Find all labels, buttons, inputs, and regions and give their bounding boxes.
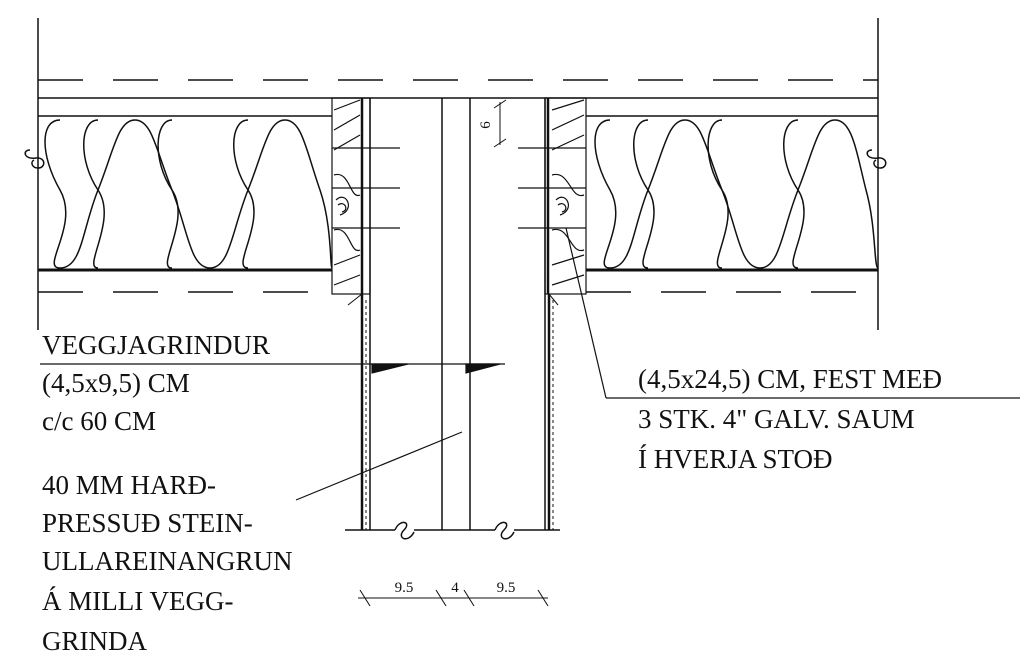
outer-wall-edges <box>37 18 879 330</box>
leader-lines <box>40 227 1020 501</box>
plate-offset-value: 6 <box>478 121 494 129</box>
vertical-wall <box>347 98 559 530</box>
stud-spec-line-2: (4,5x9,5) CM <box>42 368 190 398</box>
batt-insulation-right <box>594 119 879 269</box>
dim-stud-left: 9.5 <box>395 580 414 596</box>
plate-spec-label: (4,5x24,5) CM, FEST MEÐ 3 STK. 4" GALV. … <box>638 364 942 474</box>
stud-spec-label: VEGGJAGRINDUR (4,5x9,5) CM c/c 60 CM <box>42 330 270 436</box>
stud-spec-line-3: c/c 60 CM <box>42 406 156 436</box>
insulation-spec-line-3: ULLAREINANGRUN <box>42 546 292 576</box>
top-board-lines <box>38 97 878 117</box>
insulation-spec-label: 40 MM HARÐ- PRESSUÐ STEIN- ULLAREINANGRU… <box>42 470 292 656</box>
plate-offset-dimension <box>493 99 507 148</box>
batt-insulation-left <box>44 119 333 269</box>
plate-left <box>331 97 400 295</box>
bottom-base <box>345 521 560 540</box>
stud-spec-line-1: VEGGJAGRINDUR <box>42 330 270 360</box>
dim-gap: 4 <box>451 580 459 596</box>
dim-stud-right: 9.5 <box>497 580 516 596</box>
plate-right <box>518 97 587 295</box>
plate-spec-line-2: 3 STK. 4" GALV. SAUM <box>638 404 915 434</box>
plate-spec-line-3: Í HVERJA STOÐ <box>638 444 833 474</box>
plate-spec-line-1: (4,5x24,5) CM, FEST MEÐ <box>638 364 942 394</box>
insulation-spec-line-4: Á MILLI VEGG- <box>42 586 233 616</box>
insulation-spec-line-1: 40 MM HARÐ- <box>42 470 216 500</box>
width-dimension-line <box>358 589 549 607</box>
break-symbols <box>24 149 887 169</box>
insulation-spec-line-5: GRINDA <box>42 626 147 656</box>
insulation-spec-line-2: PRESSUÐ STEIN- <box>42 508 253 538</box>
